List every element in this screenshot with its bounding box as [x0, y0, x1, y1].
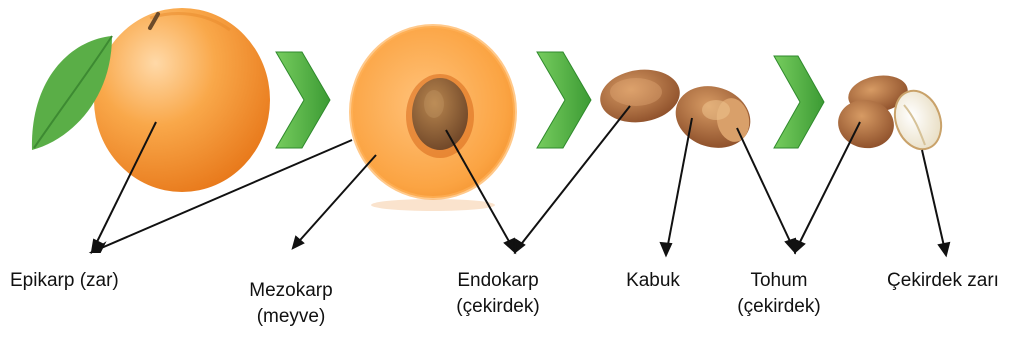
label-epikarp: Epikarp (zar) — [10, 268, 119, 294]
label-endokarp: Endokarp (çekirdek) — [440, 268, 556, 320]
label-mezokarp: Mezokarp (meyve) — [236, 278, 346, 330]
whole-apricot-image — [32, 8, 270, 192]
label-cekirdek-zari-text: Çekirdek zarı — [873, 268, 1013, 294]
pit-shell-image — [597, 65, 759, 158]
label-kabuk-text: Kabuk — [612, 268, 694, 294]
chevron-arrow-icon — [276, 52, 330, 148]
label-tohum-line2: (çekirdek) — [720, 294, 838, 320]
half-apricot-image — [351, 26, 515, 211]
label-epikarp-text: Epikarp (zar) — [10, 268, 119, 294]
label-endokarp-line2: (çekirdek) — [440, 294, 556, 320]
label-mezokarp-line2: (meyve) — [236, 304, 346, 330]
label-endokarp-line1: Endokarp — [440, 268, 556, 294]
chevron-arrow-icon — [774, 56, 824, 148]
label-mezokarp-line1: Mezokarp — [236, 278, 346, 304]
label-tohum: Tohum (çekirdek) — [720, 268, 838, 320]
kernel-image — [834, 71, 949, 156]
chevron-arrow-icon — [537, 52, 591, 148]
label-kabuk: Kabuk — [612, 268, 694, 294]
label-cekirdek-zari: Çekirdek zarı — [873, 268, 1013, 294]
label-tohum-line1: Tohum — [720, 268, 838, 294]
